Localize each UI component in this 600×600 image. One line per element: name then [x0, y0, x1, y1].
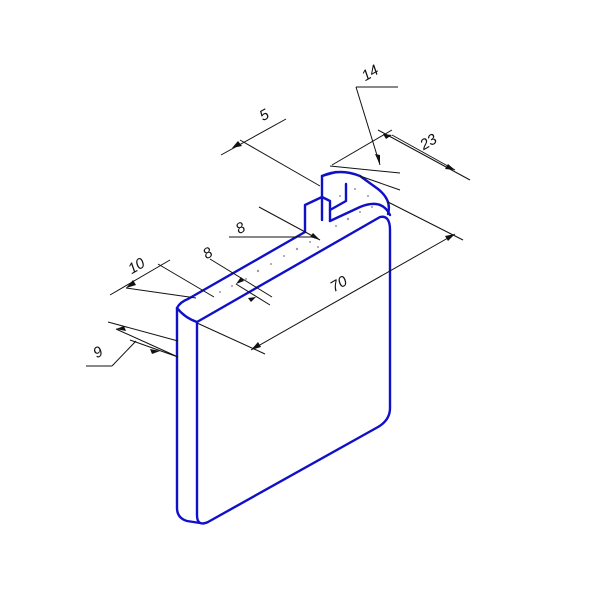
dim-label-70: 70 [327, 272, 351, 295]
top-face-front-edge [175, 306, 199, 324]
surface-texture [219, 188, 373, 293]
dim-label-8-lower: 8 [200, 244, 216, 263]
dimension-5: 5 [220, 106, 321, 187]
front-face [195, 215, 392, 525]
dimension-8-lower: 8 [200, 244, 273, 306]
dim-label-10: 10 [125, 254, 149, 277]
dimension-9: 9 [86, 321, 179, 367]
dimension-70: 70 [196, 201, 464, 355]
dimension-8-upper: 8 [229, 206, 321, 241]
dim-label-23: 23 [416, 130, 440, 154]
dimension-14: 14 [355, 62, 398, 166]
dim-label-14: 14 [359, 62, 382, 85]
groove-outline [303, 195, 324, 234]
dimension-23: 23 [329, 129, 471, 191]
dim-label-8-upper: 8 [233, 219, 249, 238]
dimension-10: 10 [109, 254, 215, 299]
groove-back [320, 195, 332, 223]
left-side-face [175, 306, 202, 525]
tongue-inner-edge [328, 182, 348, 212]
dim-label-9: 9 [90, 343, 106, 362]
top-face-edge [175, 230, 307, 310]
tongue-top-edge [320, 170, 338, 178]
part-outline [175, 170, 392, 525]
dim-label-5: 5 [257, 106, 273, 125]
top-rounded-corner [328, 202, 392, 223]
